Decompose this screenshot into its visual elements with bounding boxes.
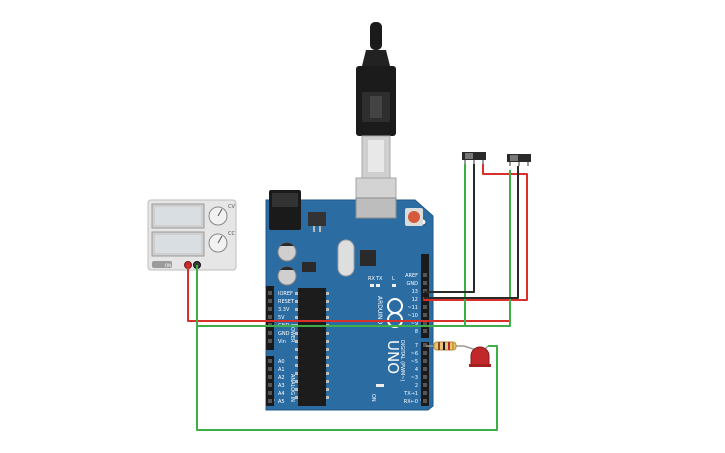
pin-label: GND [278, 331, 290, 337]
pin-label: A3 [278, 383, 285, 389]
brand-label: ARDUINO [376, 296, 383, 325]
slide-switch-icon[interactable] [507, 154, 531, 166]
pin-label: ~10 [407, 313, 418, 319]
header-pin[interactable] [423, 367, 427, 371]
header-pin[interactable] [268, 299, 272, 303]
header-pin[interactable] [268, 359, 272, 363]
usb-cable-icon[interactable] [355, 22, 397, 217]
cv-label: CV [228, 204, 235, 210]
header-pin[interactable] [268, 307, 272, 311]
pin-label: A2 [278, 375, 285, 381]
usb-port [355, 197, 397, 219]
pin-label: 13 [412, 289, 418, 295]
on-led [376, 384, 384, 387]
header-pin[interactable] [423, 281, 427, 285]
capacitor [277, 242, 297, 286]
l-label: L [392, 276, 395, 282]
pin-label: Vin [278, 339, 286, 345]
analog-header [266, 356, 274, 406]
pin-label: 4 [415, 367, 418, 373]
power-header-title: POWER [289, 324, 295, 343]
header-pin[interactable] [268, 391, 272, 395]
led-icon[interactable] [463, 345, 491, 367]
power-supply-icon[interactable]: CV CC ON [147, 199, 237, 271]
pin-label: 5V [278, 315, 285, 321]
power-switch[interactable] [152, 261, 172, 268]
header-pin[interactable] [423, 321, 427, 325]
pin-label: GND [407, 281, 419, 287]
pin-label: 8 [415, 329, 418, 335]
wires [187, 164, 528, 431]
header-pin[interactable] [268, 331, 272, 335]
arduino-uno-board[interactable]: RX TX L ARDUINO UNO ON IOREF RESET 3.3V 5V G… [265, 190, 434, 411]
header-pin[interactable] [423, 329, 427, 333]
wire-green[interactable] [196, 164, 466, 327]
header-pin[interactable] [423, 375, 427, 379]
pin-label: ~9 [411, 321, 418, 327]
header-pin[interactable] [423, 383, 427, 387]
header-pin[interactable] [268, 375, 272, 379]
wire-red[interactable] [424, 164, 528, 301]
crystal [337, 239, 355, 277]
header-pin[interactable] [423, 391, 427, 395]
on-label: ON [370, 394, 376, 402]
pin-label: TX→1 [403, 391, 418, 397]
header-pin[interactable] [268, 399, 272, 403]
header-pin[interactable] [423, 273, 427, 277]
wire-green[interactable] [465, 170, 511, 327]
header-pin[interactable] [423, 359, 427, 363]
pin-label: ~11 [407, 305, 418, 311]
header-pin[interactable] [423, 399, 427, 403]
cc-label: CC [228, 231, 235, 237]
pin-label: A4 [278, 391, 285, 397]
analog-header-title: ANALOG IN [289, 374, 295, 402]
pin-label: A1 [278, 367, 285, 373]
wire-black[interactable] [424, 164, 475, 293]
pin-label: ~3 [411, 375, 418, 381]
header-pin[interactable] [423, 313, 427, 317]
header-pin[interactable] [268, 315, 272, 319]
pin-label: ~6 [411, 351, 418, 357]
wire-green[interactable] [196, 326, 498, 431]
pin-label: ~5 [411, 359, 418, 365]
pin-label: A5 [278, 399, 285, 405]
header-pin[interactable] [268, 383, 272, 387]
resistor-icon[interactable] [426, 341, 464, 351]
wire-black[interactable] [424, 166, 519, 299]
pin-label: 12 [412, 297, 418, 303]
header-pin[interactable] [423, 351, 427, 355]
pin-label: A0 [278, 359, 285, 365]
header-pin[interactable] [268, 291, 272, 295]
rx-label: RX [368, 276, 375, 282]
pin-label: 7 [415, 343, 418, 349]
header-pin[interactable] [423, 343, 427, 347]
model-label: UNO [384, 340, 402, 374]
slide-switch-icon[interactable] [462, 152, 486, 164]
header-pin[interactable] [268, 339, 272, 343]
digital-header-title: DIGITAL (PWM~) [399, 340, 405, 382]
pin-label: AREF [405, 273, 418, 279]
atmega-chip [295, 288, 329, 406]
digital-header-top [421, 254, 429, 338]
tx-label: TX [375, 276, 383, 282]
header-pin[interactable] [423, 305, 427, 309]
pin-label: 3.3V [278, 307, 290, 313]
header-pin[interactable] [268, 367, 272, 371]
digital-header-bottom [421, 342, 429, 406]
pin-label: IOREF [278, 291, 293, 297]
switch-label: ON [165, 263, 171, 268]
reset-button-icon[interactable] [405, 208, 423, 226]
pin-label: 2 [415, 383, 418, 389]
pin-label: RESET [278, 299, 295, 305]
pin-label: RX←0 [404, 399, 418, 405]
